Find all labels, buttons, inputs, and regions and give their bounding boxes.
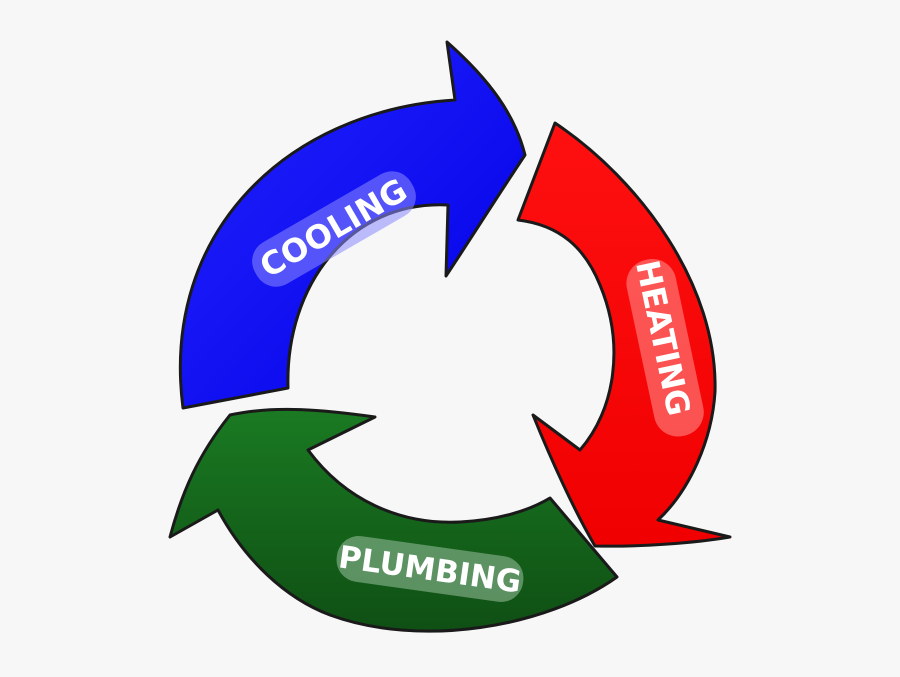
heating-arrow-shape [516,121,732,548]
heating-label-gloss [626,259,704,437]
cooling-label-gloss [252,171,416,287]
plumbing-label-gloss [336,535,524,603]
plumbing-arrow: PLUMBING [168,407,619,633]
heating-arrow: HEATING [516,121,732,548]
cooling-arrow: COOLING [178,40,527,410]
